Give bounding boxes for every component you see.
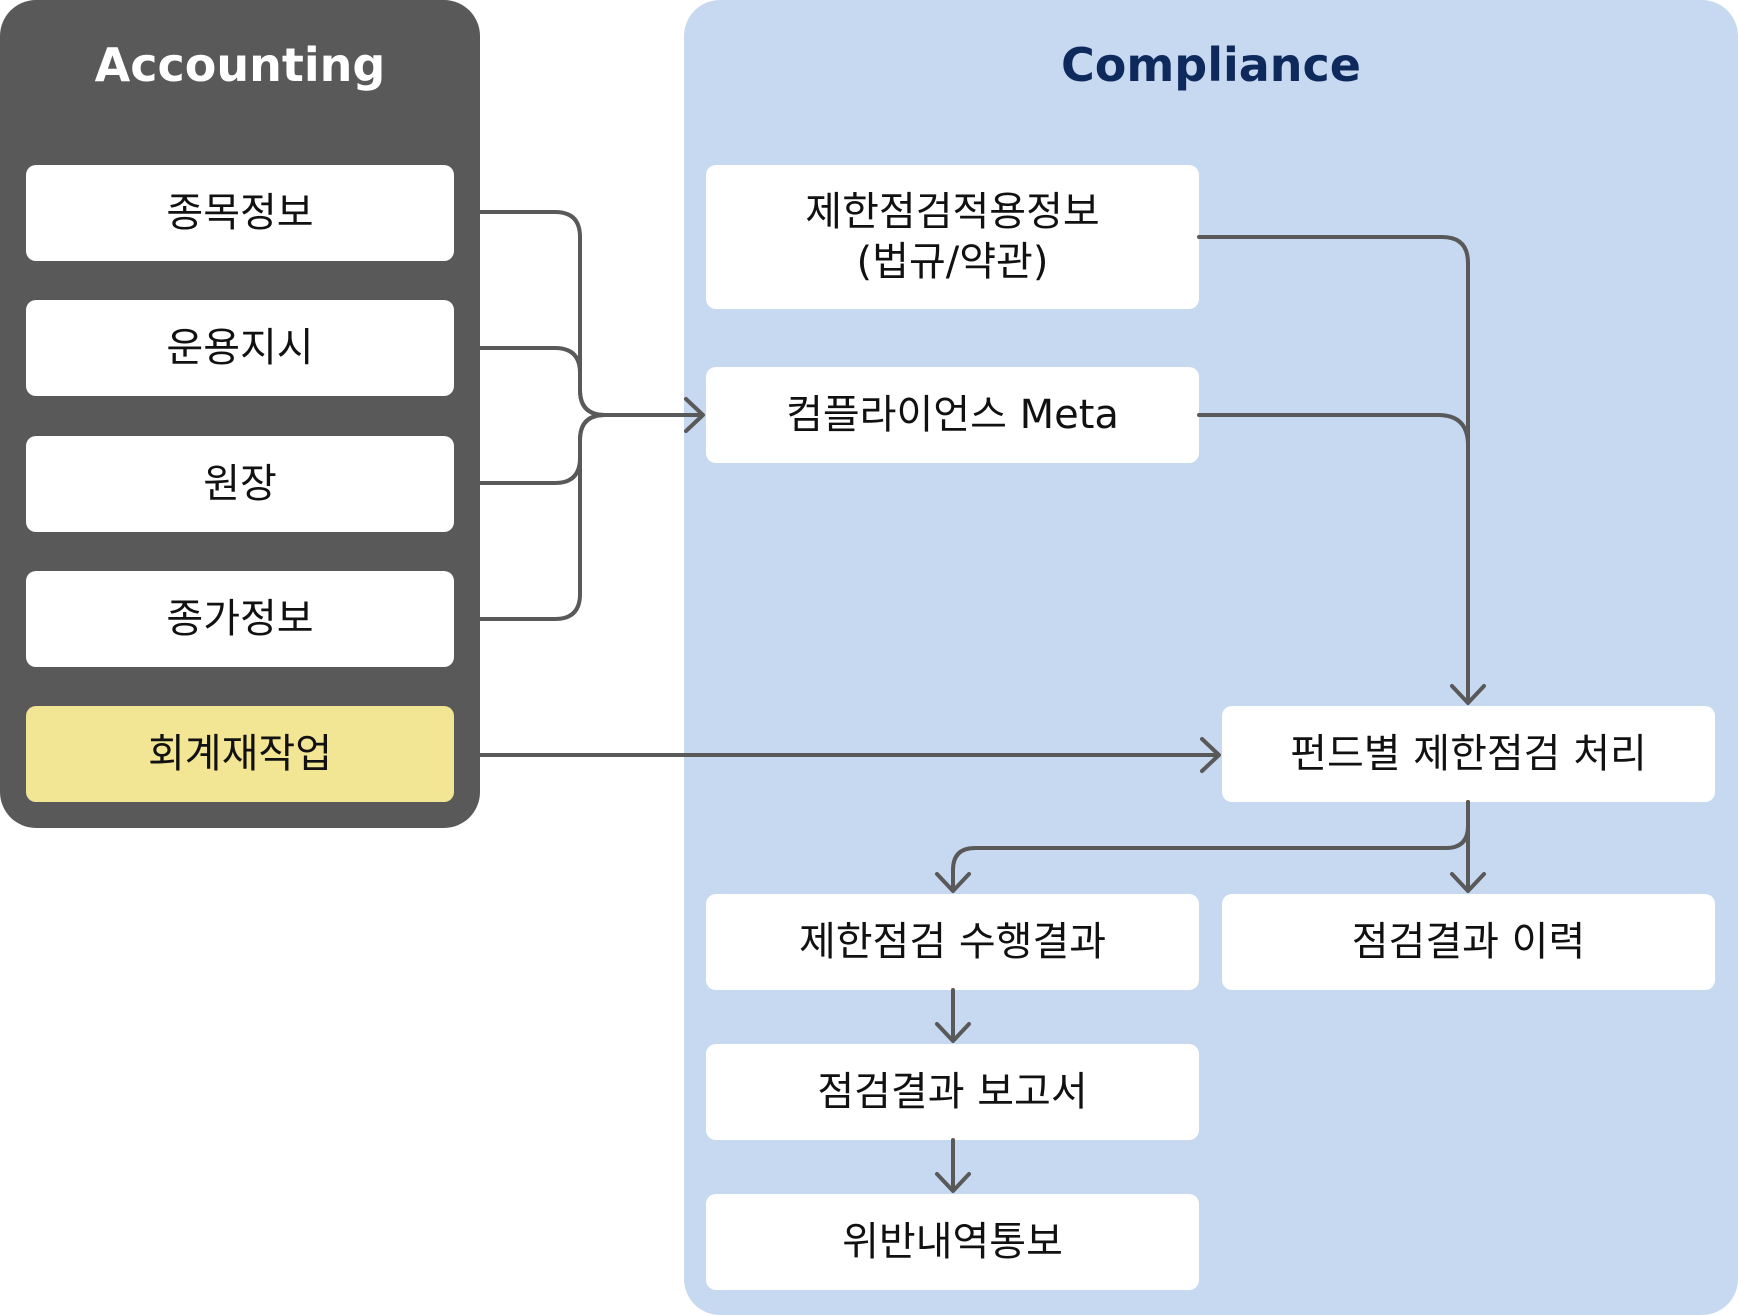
box-restriction-check-info: 제한점검적용정보 (법규/약관) <box>706 165 1199 309</box>
connector-closing-price <box>478 413 607 621</box>
box-item-info: 종목정보 <box>26 165 454 261</box>
accounting-panel: Accounting <box>0 0 480 828</box>
box-compliance-meta: 컴플라이언스 Meta <box>706 367 1199 463</box>
box-accounting-rework: 회계재작업 <box>26 706 454 802</box>
box-check-result-report: 점검결과 보고서 <box>706 1044 1199 1140</box>
box-operation-order: 운용지시 <box>26 300 454 396</box>
compliance-title: Compliance <box>1060 38 1361 92</box>
box-check-result-history: 점검결과 이력 <box>1222 894 1715 990</box>
connector-ledger <box>478 413 607 485</box>
accounting-title: Accounting <box>94 38 386 92</box>
connector-operation-order <box>478 346 607 417</box>
box-closing-price-info: 종가정보 <box>26 571 454 667</box>
connector-item-info <box>478 210 607 417</box>
box-ledger: 원장 <box>26 436 454 532</box>
box-violation-notice: 위반내역통보 <box>706 1194 1199 1290</box>
box-check-execution-result: 제한점검 수행결과 <box>706 894 1199 990</box>
box-fund-restriction-check: 펀드별 제한점검 처리 <box>1222 706 1715 802</box>
